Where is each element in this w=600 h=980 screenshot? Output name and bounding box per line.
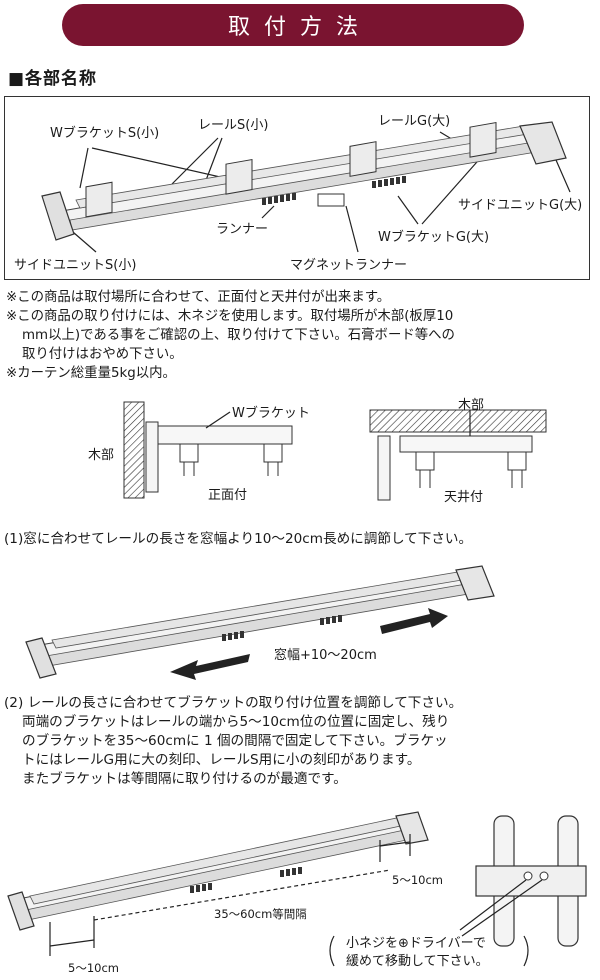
window-width-label: 窓幅+10～20cm	[274, 648, 377, 663]
label-w-bracket-g: WブラケットG(大)	[378, 230, 490, 245]
parts-diagram-frame	[4, 96, 590, 280]
step2-line: 両端のブラケットはレールの端から5～10cm位の位置に固定し、残り	[22, 714, 450, 730]
parts-heading: ■各部名称	[8, 69, 98, 89]
parts-rail-illustration	[41, 121, 571, 253]
label-runner: ランナー	[216, 222, 269, 237]
end-gap-right-label: 5～10cm	[392, 873, 443, 887]
page-title: 取付方法	[227, 15, 372, 40]
label-rail-s: レールS(小)	[198, 118, 269, 133]
label-w-bracket-s: WブラケットS(小)	[50, 126, 160, 141]
label-w-bracket: Wブラケット	[232, 406, 310, 421]
label-side-unit-g: サイドユニットG(大)	[458, 198, 583, 213]
label-magnet-runner: マグネットランナー	[290, 258, 408, 273]
label-ceiling-mount: 天井付	[444, 490, 484, 505]
label-side-unit-s: サイドユニットS(小)	[14, 258, 137, 273]
step2-line: またブラケットは等間隔に取り付けるのが最適です。	[22, 771, 347, 787]
label-wood-left: 木部	[88, 448, 115, 463]
mount-diagram-illustration	[123, 401, 547, 501]
label-front-mount: 正面付	[208, 488, 248, 503]
note-line: mm以上)である事をご確認の上、取り付けて下さい。石膏ボード等への	[22, 328, 455, 343]
step1-text: (1)窓に合わせてレールの長さを窓幅より10～20cm長めに調節して下さい。	[4, 531, 473, 547]
step2-rail-illustration	[7, 811, 587, 967]
step1-rail-illustration	[25, 565, 495, 680]
screw-note-line-2: 緩めて移動して下さい。	[346, 954, 489, 969]
note-line: ※この商品は取付場所に合わせて、正面付と天井付が出来ます。	[6, 290, 391, 305]
spacing-label: 35～60cm等間隔	[214, 907, 307, 921]
step2-line: のブラケットを35～60cmに 1 個の間隔で固定して下さい。ブラケッ	[22, 733, 448, 749]
screw-note-line-1: 小ネジを⊕ドライバーで	[346, 936, 486, 951]
title-banner: 取付方法	[62, 4, 524, 46]
note-line: 取り付けはおやめ下さい。	[22, 347, 183, 362]
step2-line: トにはレールG用に大の刻印、レールS用に小の刻印があります。	[22, 752, 421, 768]
step2-line: (2) レールの長さに合わせてブラケットの取り付け位置を調節して下さい。	[4, 695, 463, 711]
label-rail-g: レールG(大)	[378, 114, 451, 129]
end-gap-left-label: 5～10cm	[68, 961, 119, 975]
note-line: ※この商品の取り付けには、木ネジを使用します。取付場所が木部(板厚10	[6, 309, 454, 324]
label-wood-top: 木部	[458, 398, 485, 413]
note-line: ※カーテン総重量5kg以内。	[6, 366, 176, 381]
